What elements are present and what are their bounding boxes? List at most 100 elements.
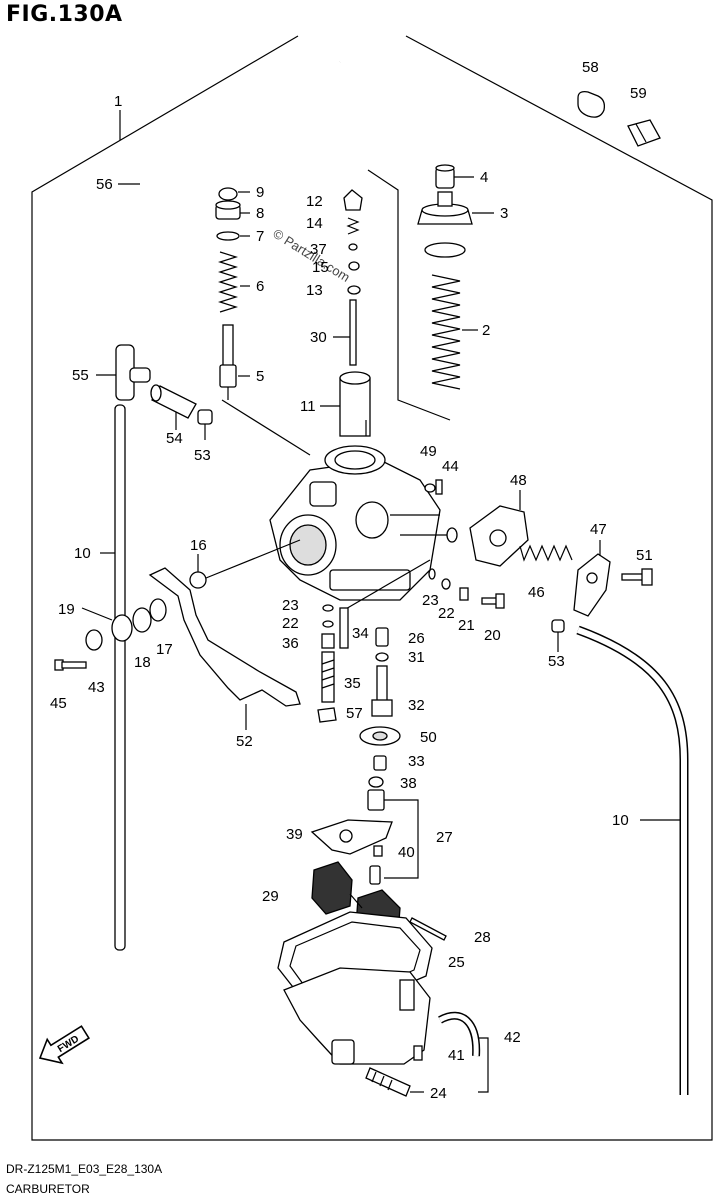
clip-58: [577, 90, 606, 118]
callout-17: 17: [156, 641, 173, 658]
washer-43: [85, 629, 103, 651]
bracket-upper-right: [367, 169, 451, 421]
spring-2: [431, 274, 461, 390]
callout-41: 41: [448, 1047, 465, 1064]
hose-54: [150, 384, 197, 419]
plunger-5: [219, 324, 237, 400]
callout-32: 32: [408, 697, 425, 714]
retainer-13: [347, 285, 361, 295]
o-ring-22-left: [322, 620, 334, 628]
o-ring-38: [368, 776, 384, 788]
t-fitting-55: [115, 344, 151, 401]
callout-53-left: 53: [194, 447, 211, 464]
callout-39: 39: [286, 826, 303, 843]
screw-40: [373, 845, 383, 857]
top-cap-3: [417, 191, 473, 225]
spring-14: [346, 217, 360, 235]
bracket-27: [384, 799, 419, 879]
callout-18: 18: [134, 654, 151, 671]
callout-34: 34: [352, 625, 369, 642]
callout-36: 36: [282, 635, 299, 652]
throttle-valve-11: [339, 371, 371, 437]
callout-16: 16: [190, 537, 207, 554]
cap-4: [435, 164, 455, 189]
callout-46: 46: [528, 584, 545, 601]
callout-2: 2: [482, 322, 490, 339]
callout-6: 6: [256, 278, 264, 295]
washer-19: [111, 614, 133, 642]
callout-9: 9: [256, 184, 264, 201]
callout-55: 55: [72, 367, 89, 384]
bracket-16-line: [205, 539, 301, 579]
callout-33: 33: [408, 753, 425, 770]
callout-15: 15: [312, 259, 329, 276]
spring-6: [217, 251, 239, 313]
callout-23-left: 23: [282, 597, 299, 614]
plug-33: [373, 755, 387, 771]
callout-54: 54: [166, 430, 183, 447]
jet-32: [371, 665, 393, 717]
callout-56: 56: [96, 176, 113, 193]
callout-23-right: 23: [422, 592, 439, 609]
bracket-42: [478, 1037, 489, 1093]
leader-19: [81, 607, 113, 621]
callout-48: 48: [510, 472, 527, 489]
callout-51: 51: [636, 547, 653, 564]
callout-10-right: 10: [612, 812, 629, 829]
carburetor-body: [269, 445, 458, 601]
washer-49: [424, 483, 436, 493]
o-ring-7: [216, 231, 240, 241]
o-ring-31: [375, 652, 389, 662]
diagram-frame: [31, 35, 713, 1141]
callout-22-left: 22: [282, 615, 299, 632]
callout-42: 42: [504, 1029, 521, 1046]
callout-58: 58: [582, 59, 599, 76]
vent-hose-56-inner: [115, 59, 341, 331]
clamp-53-left: [197, 409, 213, 425]
gasket-2-ring: [424, 242, 466, 258]
washer-17: [149, 598, 167, 622]
screw-21: [459, 587, 469, 601]
callout-25: 25: [448, 954, 465, 971]
needle-jet-34: [339, 607, 349, 649]
bolt-45: [54, 659, 87, 671]
gasket-25-inner: [289, 921, 421, 995]
washer-18: [132, 607, 152, 633]
callout-22-right: 22: [438, 605, 455, 622]
needle-27-lower: [369, 865, 381, 885]
callout-5: 5: [256, 368, 264, 385]
vent-hose-10-left: [114, 404, 126, 951]
callout-26: 26: [408, 630, 425, 647]
callout-27: 27: [436, 829, 453, 846]
clip-59: [627, 119, 661, 147]
plate-39: [310, 819, 393, 855]
callout-21: 21: [458, 617, 475, 634]
bracket-52: [148, 567, 301, 707]
callout-13: 13: [306, 282, 323, 299]
callout-38: 38: [400, 775, 417, 792]
fwd-arrow-icon: FWD: [38, 1025, 90, 1065]
lever-47: [573, 553, 611, 617]
screw-12: [343, 189, 363, 211]
callout-12: 12: [306, 193, 323, 210]
callout-30: 30: [310, 329, 327, 346]
bracket-body: [221, 399, 311, 456]
callout-53-right: 53: [548, 653, 565, 670]
drain-hose-41-inner: [438, 1013, 479, 1057]
callout-8: 8: [256, 205, 264, 222]
callout-24: 24: [430, 1085, 447, 1102]
nut-8: [215, 200, 241, 220]
callout-3: 3: [500, 205, 508, 222]
cap-9: [218, 187, 238, 201]
washer-16: [189, 571, 207, 589]
callout-43: 43: [88, 679, 105, 696]
callout-1: 1: [114, 93, 122, 110]
needle-30: [349, 299, 357, 366]
callout-37: 37: [310, 241, 327, 258]
clamp-53-right: [551, 619, 565, 633]
jet-26: [375, 627, 389, 647]
screw-35: [321, 651, 335, 703]
callout-11: 11: [300, 398, 316, 415]
callout-52: 52: [236, 733, 253, 750]
